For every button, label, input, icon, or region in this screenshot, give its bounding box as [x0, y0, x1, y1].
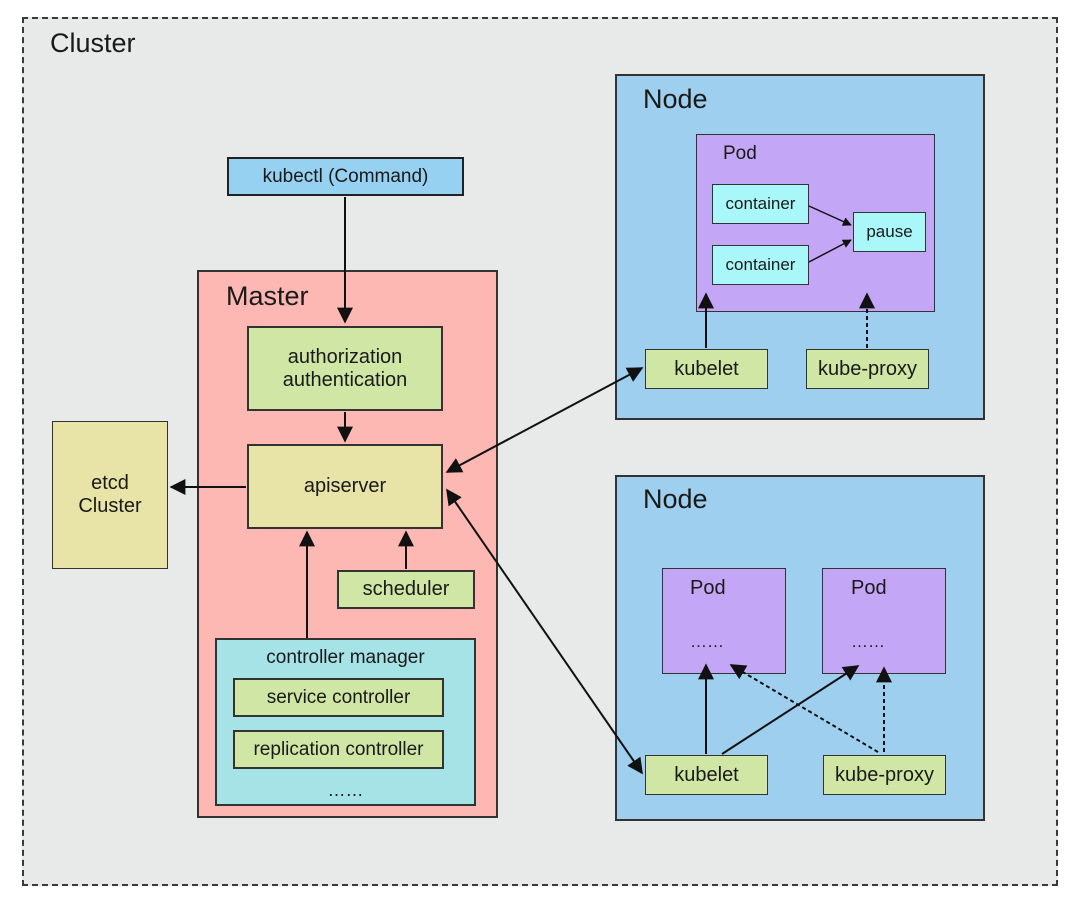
arrow-container1-to-pause [808, 205, 852, 226]
arrow-node2-proxy-to-pod1 [729, 664, 879, 753]
arrow-node2-kubelet-to-pod2 [721, 665, 860, 755]
container-box-1: container [712, 184, 809, 224]
node-1-pod-label: Pod [723, 143, 757, 164]
replication-controller-box: replication controller [233, 730, 444, 769]
node-2-kubelet-box: kubelet [645, 755, 768, 795]
controller-manager-ellipsis: …… [327, 780, 364, 800]
container-box-2: container [712, 245, 809, 285]
node-2-label: Node [643, 484, 708, 514]
node-1-kube-proxy-box: kube-proxy [806, 349, 929, 389]
node-2-kube-proxy-box: kube-proxy [823, 755, 946, 795]
master-label: Master [226, 281, 309, 311]
auth-box: authorization authentication [247, 326, 443, 411]
node-2-pod-2-label: Pod [851, 577, 887, 599]
pause-container-box: pause [853, 212, 926, 252]
controller-manager-label: controller manager [266, 647, 425, 668]
etcd-line-1: etcd [91, 472, 129, 494]
node-2-pod-1-ellipsis: …… [690, 632, 724, 651]
node-2-pod-1-label: Pod [690, 577, 726, 599]
apiserver-box: apiserver [247, 444, 443, 529]
node-2-pod-box-1 [662, 568, 786, 674]
node-2-pod-2-ellipsis: …… [851, 632, 885, 651]
node-2-pod-box-2 [822, 568, 946, 674]
etcd-cluster-box: etcd Cluster [52, 421, 168, 569]
node-1-label: Node [643, 84, 708, 114]
auth-line-1: authorization [287, 345, 403, 368]
node-1-kubelet-box: kubelet [645, 349, 768, 389]
arrow-apiserver-node2-kubelet [446, 488, 643, 775]
etcd-line-2: Cluster [78, 495, 142, 517]
controller-manager-box [215, 638, 476, 806]
cluster-label: Cluster [50, 28, 136, 58]
arrow-apiserver-node1-kubelet [445, 367, 644, 473]
auth-line-2: authentication [282, 368, 408, 391]
arrow-container2-to-pause [808, 239, 852, 263]
kubectl-command-box: kubectl (Command) [227, 157, 464, 196]
service-controller-box: service controller [233, 678, 444, 717]
